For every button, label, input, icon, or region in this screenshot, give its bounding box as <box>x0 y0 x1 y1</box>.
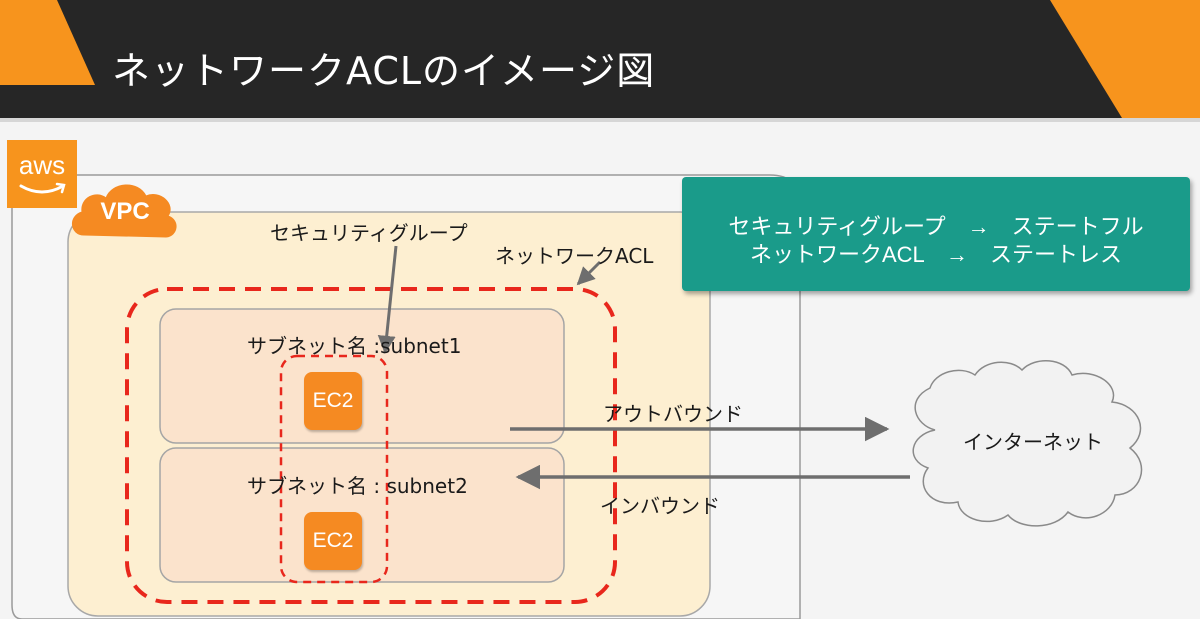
vpc-badge-label: VPC <box>100 198 150 225</box>
title-bar <box>0 0 1200 118</box>
note-line-security-group: セキュリティグループ → ステートフル <box>728 214 1144 239</box>
slide-title: ネットワークACLのイメージ図 <box>112 49 656 93</box>
aws-smile-icon <box>19 182 66 194</box>
stateful-stateless-note: セキュリティグループ → ステートフル ネットワークACL → ステートレス <box>682 177 1190 291</box>
network-acl-boundary <box>125 287 617 604</box>
ec2-instance-2: EC2 <box>304 512 362 570</box>
internet-label: インターネット <box>963 430 1103 454</box>
subnet1-box <box>159 308 565 444</box>
internet-cloud-icon <box>912 359 1143 527</box>
subnet2-box <box>159 447 565 583</box>
note-line-network-acl: ネットワークACL → ステートレス <box>750 242 1122 267</box>
aws-logo-icon: aws <box>7 140 77 208</box>
aws-logo-text: aws <box>18 150 66 180</box>
subnet2-label: サブネット名 : subnet2 <box>247 474 468 498</box>
security-group-label: セキュリティグループ <box>270 221 468 245</box>
outbound-label: アウトバウンド <box>603 402 743 426</box>
ec2-instance-1: EC2 <box>304 372 362 430</box>
security-group-pointer <box>377 245 398 354</box>
subnet1-label: サブネット名 :subnet1 <box>247 334 462 358</box>
network-acl-label: ネットワークACL <box>495 244 654 268</box>
vpc-cloud-icon <box>72 184 177 238</box>
network-acl-pointer <box>576 260 602 286</box>
security-group-boundary <box>279 354 389 584</box>
inbound-label: インバウンド <box>600 494 720 518</box>
